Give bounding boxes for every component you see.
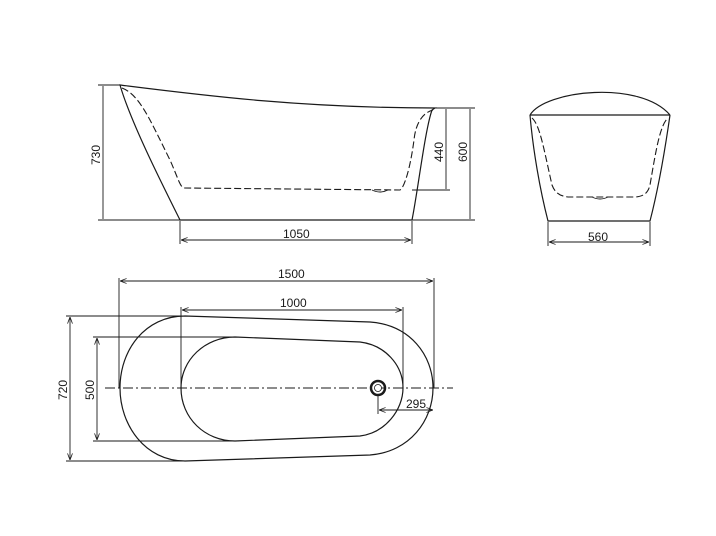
- dim-base-width: 560: [588, 230, 608, 244]
- side-drain: [371, 189, 389, 193]
- dim-total-height: 730: [89, 145, 103, 165]
- dim-overall-length: 1500: [278, 267, 305, 281]
- end-outer-shell: [529, 114, 671, 222]
- dim-inner-depth: 440: [432, 142, 446, 162]
- side-outer-shell: [119, 84, 437, 221]
- side-inner-basin: [121, 87, 434, 191]
- top-inner-basin: [180, 336, 404, 442]
- dim-inner-length: 1000: [280, 296, 307, 310]
- side-view: 730 440 600 1050: [89, 84, 475, 244]
- end-view: 560: [529, 91, 671, 246]
- top-view: 1500 1000 720 500 295: [56, 267, 453, 462]
- dim-drain-offset: 295: [406, 397, 426, 411]
- dim-overall-width: 720: [56, 380, 70, 400]
- end-drain: [591, 196, 609, 200]
- dim-rim-height: 600: [456, 142, 470, 162]
- top-outer-rim: [119, 315, 434, 462]
- dim-inner-width: 500: [83, 380, 97, 400]
- end-top-dome: [529, 91, 671, 116]
- dim-base-length: 1050: [283, 227, 310, 241]
- end-inner-basin: [531, 117, 669, 198]
